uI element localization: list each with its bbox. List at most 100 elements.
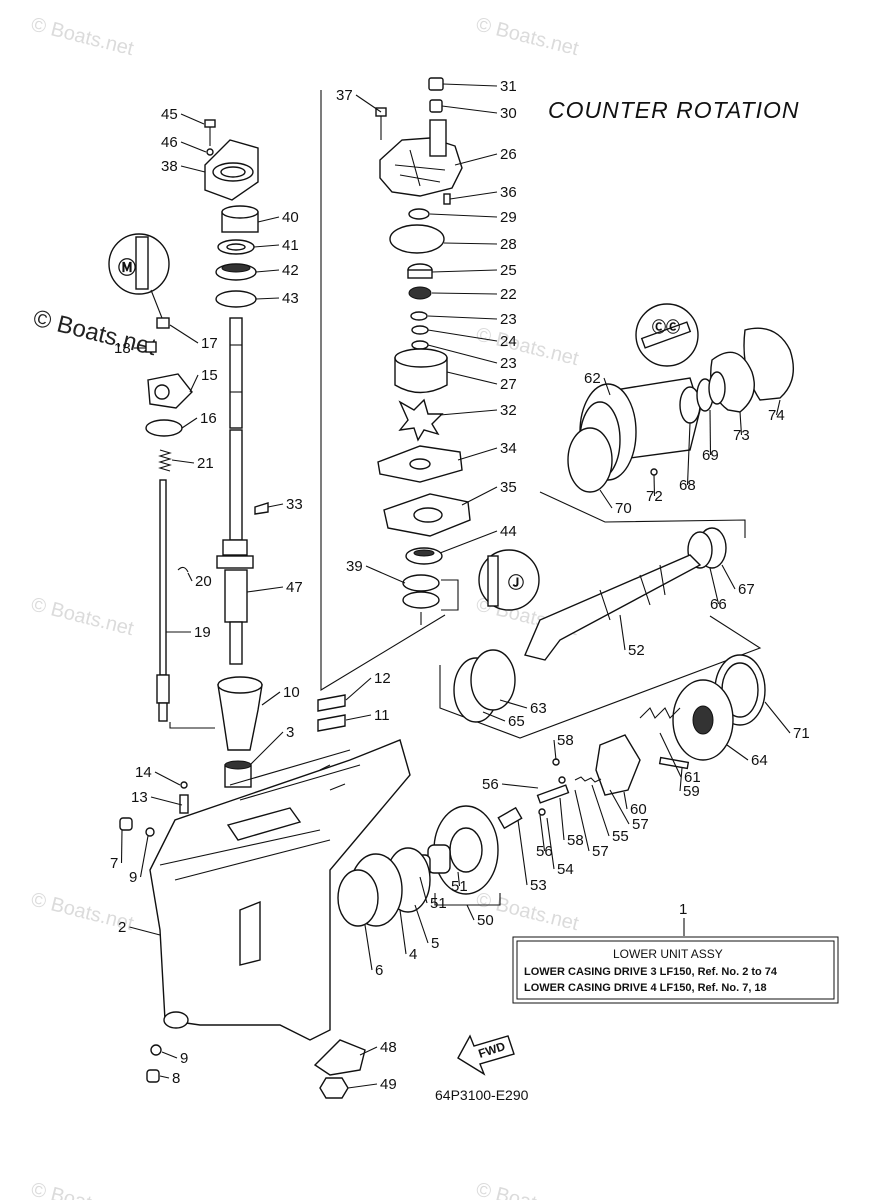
callout-9: 9: [129, 869, 137, 886]
callout-leader-line: [359, 1046, 378, 1056]
callout-9: 9: [180, 1050, 188, 1067]
callout-12: 12: [374, 670, 391, 687]
callout-5: 5: [431, 935, 439, 952]
callout-leader-line: [457, 871, 461, 887]
callout-14: 14: [135, 764, 152, 781]
callout-43: 43: [282, 290, 299, 307]
callout-18: 18: [114, 340, 131, 357]
callout-57: 57: [632, 816, 649, 833]
callout-56: 56: [482, 776, 499, 793]
legend-line-1: LOWER CASING DRIVE 3 LF150, Ref. No. 2 t…: [524, 966, 778, 978]
callout-40: 40: [282, 209, 299, 226]
callout-11: 11: [374, 707, 390, 724]
callout-leader-line: [246, 586, 284, 593]
callout-64: 64: [751, 752, 768, 769]
callout-61: 61: [684, 769, 701, 786]
callout-leader-line: [431, 292, 498, 295]
callout-leader-line: [431, 269, 498, 273]
callout-22: 22: [500, 286, 517, 303]
callout-leader-line: [603, 377, 611, 396]
callout-leader-line: [559, 797, 565, 841]
callout-42: 42: [282, 262, 299, 279]
callout-68: 68: [679, 477, 696, 494]
callout-24: 24: [500, 333, 517, 350]
callout-51: 51: [451, 878, 468, 895]
callout-66: 66: [710, 596, 727, 613]
callout-leader-line: [775, 399, 781, 416]
callout-leader-line: [255, 297, 280, 300]
callout-23: 23: [500, 355, 517, 372]
callout-leader-line: [709, 567, 720, 605]
callout-leader-line: [449, 191, 498, 200]
callout-62: 62: [584, 370, 601, 387]
callout-leader-line: [414, 904, 429, 944]
callout-41: 41: [282, 237, 299, 254]
callout-8: 8: [172, 1070, 180, 1087]
callout-51: 51: [430, 895, 447, 912]
callout-7: 7: [110, 855, 118, 872]
callout-leader-line: [150, 796, 183, 806]
callout-leader-line: [189, 374, 199, 393]
callout-leader-line: [399, 909, 407, 955]
callout-leader-line: [466, 904, 475, 921]
watermark: © Boats.net: [474, 14, 581, 61]
callout-leader-line: [347, 1083, 378, 1089]
callout-leader-line: [482, 711, 506, 722]
callout-leader-line: [443, 242, 498, 245]
callout-48: 48: [380, 1039, 397, 1056]
callout-25: 25: [500, 262, 517, 279]
watermark: © Boats.net: [29, 1179, 136, 1200]
callout-33: 33: [286, 496, 303, 513]
callout-leader-line: [355, 94, 382, 113]
drawing-code: 64P3100-E290: [435, 1087, 529, 1103]
callout-70: 70: [615, 500, 632, 517]
callout-leader-line: [659, 732, 682, 778]
inset-symbol-icon: ⒸⒸ: [652, 319, 680, 336]
callout-2: 2: [118, 919, 126, 936]
callout-leader-line: [169, 324, 199, 344]
callout-3: 3: [286, 724, 294, 741]
callout-leader-line: [257, 216, 280, 223]
watermark: © Boats.net: [29, 14, 136, 61]
callout-59: 59: [683, 783, 700, 800]
callout-leader-line: [249, 731, 284, 766]
callout-52: 52: [628, 642, 645, 659]
callout-leader-line: [609, 789, 630, 825]
callout-leader-line: [726, 744, 749, 761]
callout-37: 37: [336, 87, 353, 104]
callout-17: 17: [201, 335, 218, 352]
callout-leader-line: [255, 269, 280, 273]
callout-63: 63: [530, 700, 547, 717]
callout-1: 1: [679, 901, 687, 918]
callout-leader-line: [439, 409, 498, 416]
callout-leader-line: [546, 817, 555, 870]
callout-leader-line: [159, 1075, 170, 1079]
legend-line-2: LOWER CASING DRIVE 4 LF150, Ref. No. 7, …: [524, 982, 767, 994]
callout-leader-line: [739, 411, 743, 436]
callout-leader-line: [442, 83, 498, 87]
callout-6: 6: [375, 962, 383, 979]
drive-shaft-assembly: Ⓜ: [108, 90, 446, 788]
callout-leader-line: [129, 926, 161, 936]
callout-leader-line: [427, 315, 498, 320]
callout-69: 69: [702, 447, 719, 464]
callout-leader-line: [599, 489, 613, 509]
callout-50: 50: [477, 912, 494, 929]
callout-leader-line: [187, 572, 193, 582]
callout-23: 23: [500, 311, 517, 328]
callout-leader-line: [171, 459, 195, 464]
callout-60: 60: [630, 801, 647, 818]
callout-leader-line: [499, 699, 528, 709]
callout-30: 30: [500, 105, 517, 122]
callout-leader-line: [441, 105, 498, 114]
callout-leader-line: [764, 701, 791, 734]
callout-leader-line: [461, 486, 498, 506]
callout-49: 49: [380, 1076, 397, 1093]
callout-leader-line: [539, 814, 546, 852]
callout-56: 56: [536, 843, 553, 860]
callout-19: 19: [194, 624, 211, 641]
callout-57: 57: [592, 843, 609, 860]
watermark-prominent: © Boats.net: [31, 305, 160, 362]
callout-65: 65: [508, 713, 525, 730]
